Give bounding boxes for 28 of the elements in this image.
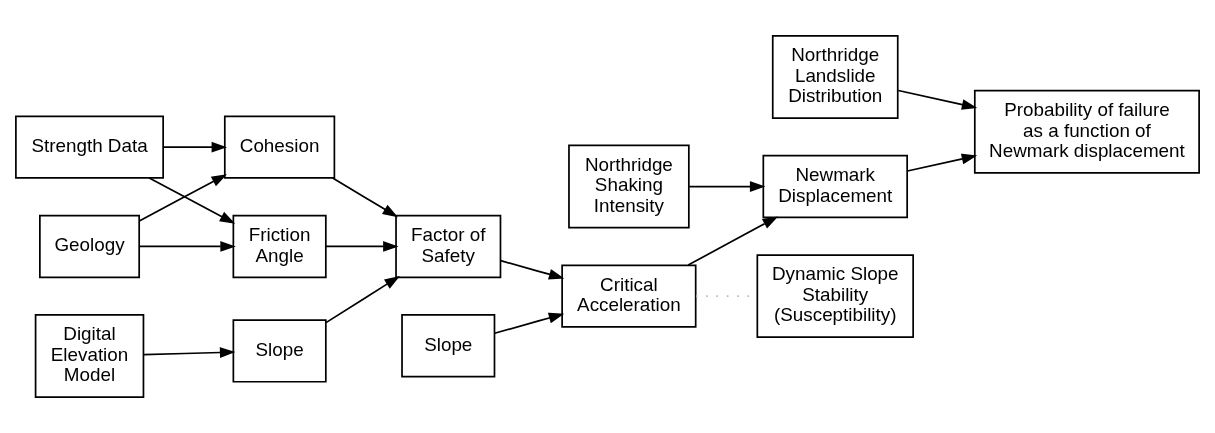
arrow xyxy=(138,241,236,252)
arrow xyxy=(493,312,565,335)
arrow xyxy=(331,177,398,218)
arrow xyxy=(148,177,236,224)
node-box: Northridge Shaking Intensity xyxy=(568,144,690,229)
node-box: Geology xyxy=(39,214,141,279)
node-box: Probability of failure as a function of Newmark displacement xyxy=(973,89,1200,174)
node-box: Critical Acceleration xyxy=(561,264,697,328)
arrow xyxy=(142,347,236,358)
arrow xyxy=(688,181,766,192)
node-box: Newmark Displacement xyxy=(762,154,908,219)
arrow xyxy=(325,275,400,324)
node-box: Slope xyxy=(401,314,496,378)
node-box: Factor of Safety xyxy=(395,214,502,279)
arrow xyxy=(906,153,978,172)
node-box: Strength Data xyxy=(15,115,164,179)
node-box: Dynamic Slope Stability (Susceptibility) xyxy=(756,254,914,339)
node-box: Cohesion xyxy=(223,115,336,179)
arrow xyxy=(687,216,779,266)
node-box: Friction Angle xyxy=(232,214,327,279)
node-box: Digital Elevation Model xyxy=(34,314,145,398)
arrow xyxy=(897,89,978,110)
arrow xyxy=(138,174,227,222)
arrow xyxy=(162,141,227,153)
arrow xyxy=(325,241,399,252)
node-box: Northridge Landslide Distribution xyxy=(771,35,899,119)
arrow xyxy=(499,259,565,280)
node-box: Slope xyxy=(232,319,327,383)
